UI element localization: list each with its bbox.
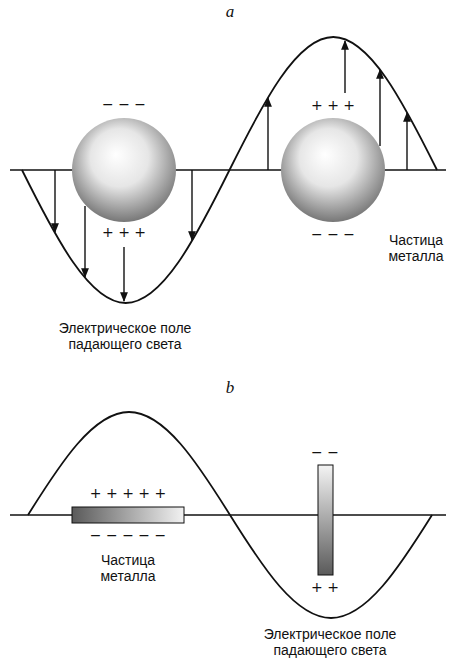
charge-sign: − − − − − <box>78 527 178 543</box>
field-arrow <box>84 206 85 277</box>
charge-sign: + + + + + <box>78 485 178 501</box>
charge-sign: + + + <box>94 224 154 240</box>
field-arrow <box>54 170 55 232</box>
field-wave <box>28 412 432 618</box>
field-label: Электрическое поле падающего света <box>40 320 210 352</box>
metal-rod <box>72 507 184 523</box>
field-arrow <box>191 170 192 240</box>
charge-sign: − − − <box>94 96 154 112</box>
charge-sign: − − <box>300 444 350 460</box>
metal-sphere <box>281 118 385 222</box>
panel-letter: b <box>220 378 240 398</box>
field-arrow <box>123 247 124 301</box>
particle-label: Частица металла <box>88 552 168 584</box>
panel-letter: a <box>220 2 240 22</box>
charge-sign: + + + <box>303 97 363 113</box>
charge-sign: − − − <box>303 226 363 242</box>
field-arrow <box>379 70 380 146</box>
charge-sign: + + <box>300 579 350 595</box>
field-arrow <box>406 113 407 170</box>
field-label: Электрическое поле падающего света <box>250 626 410 658</box>
field-arrows <box>55 41 407 301</box>
metal-sphere <box>72 118 176 222</box>
field-wave <box>22 37 437 303</box>
metal-rod <box>318 465 333 575</box>
particle-label: Частица металла <box>378 232 454 264</box>
field-arrow <box>344 41 345 93</box>
field-arrow <box>267 98 268 170</box>
